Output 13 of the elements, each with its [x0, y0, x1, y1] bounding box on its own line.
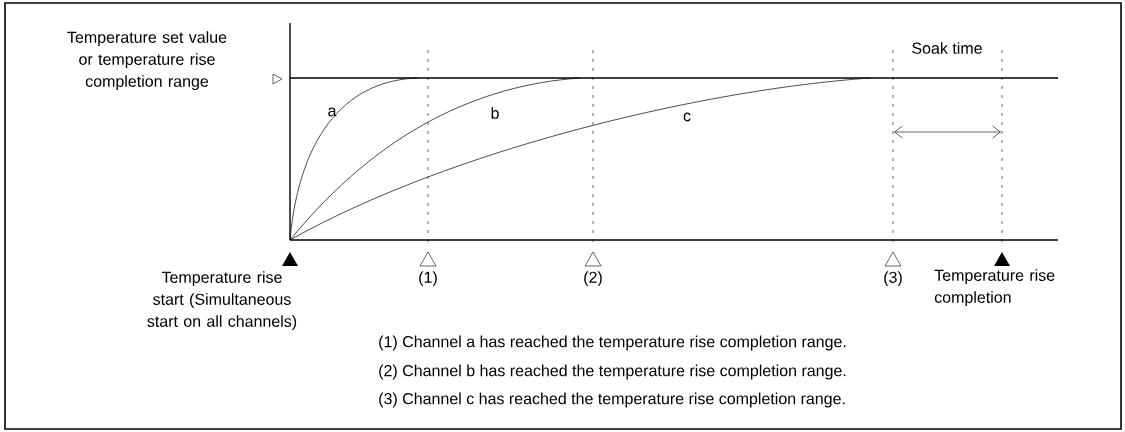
tick-label: (1): [419, 271, 437, 287]
curve-label: b: [491, 107, 499, 119]
span-label: Soak time: [910, 41, 984, 55]
tick-label: Temperature rise start (Simultaneous start on all channels): [147, 271, 297, 331]
tick-label: (2): [584, 271, 602, 287]
curve-label: c: [683, 112, 691, 122]
axis-label: Temperature set value or temperature rise completion range: [67, 31, 227, 91]
curve-label: a: [328, 107, 337, 117]
note-text: (3) Channel c has reached the temperature rise completion range.: [379, 392, 845, 408]
tick-label: (3): [884, 271, 902, 287]
note-text: (2) Channel b has reached the temperature rise completion range.: [379, 364, 846, 380]
tick-label: Temperature rise completion: [934, 269, 1055, 307]
note-text: (1) Channel a has reached the temperature rise completion range.: [379, 335, 846, 351]
